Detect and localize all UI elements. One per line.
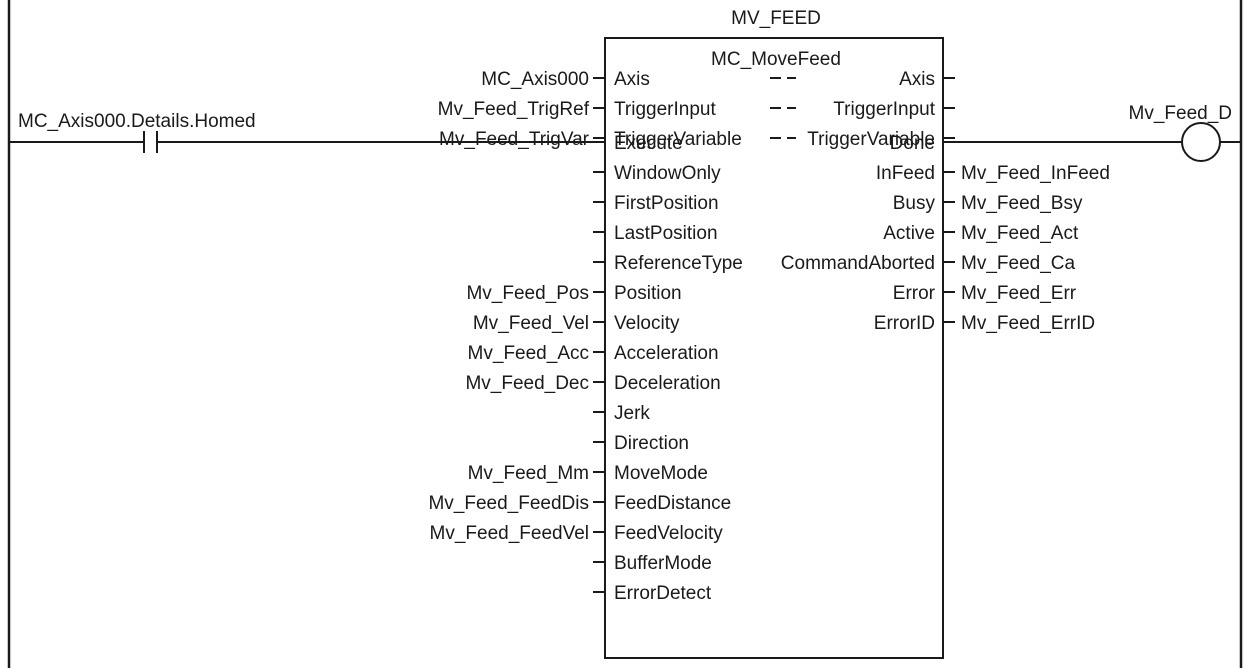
instance-name: MV_FEED: [731, 8, 821, 29]
input-pin-label: Position: [614, 283, 682, 304]
output-coil[interactable]: [1181, 122, 1221, 162]
input-pin-label: LastPosition: [614, 223, 718, 244]
input-variable: Mv_Feed_Pos: [466, 283, 589, 304]
output-variable: Mv_Feed_Act: [961, 223, 1079, 244]
output-pin-label: InFeed: [876, 163, 935, 184]
inout-out-pin-label: TriggerVariable: [807, 129, 935, 150]
inout-out-pin-label: TriggerInput: [833, 99, 935, 120]
inout-pin-label: Axis: [614, 69, 650, 90]
output-variable: Mv_Feed_Bsy: [961, 193, 1083, 214]
inout-variable: MC_Axis000: [481, 69, 589, 90]
input-pin-label: FeedVelocity: [614, 523, 723, 544]
inout-variable: Mv_Feed_TrigVar: [439, 129, 590, 150]
function-block-type: MC_MoveFeed: [711, 49, 841, 70]
output-pin-label: ErrorID: [874, 313, 935, 334]
inout-variable: Mv_Feed_TrigRef: [438, 99, 590, 120]
input-pin-label: Jerk: [614, 403, 650, 424]
output-pin-label: CommandAborted: [781, 253, 935, 274]
input-pin-label: BufferMode: [614, 553, 712, 574]
input-variable: Mv_Feed_Vel: [473, 313, 589, 334]
output-pin-label: Error: [893, 283, 936, 304]
inout-out-pin-label: Axis: [899, 69, 935, 90]
output-pin-label: Active: [883, 223, 935, 244]
output-variable: Mv_Feed_InFeed: [961, 163, 1110, 184]
input-pin-label: Velocity: [614, 313, 680, 334]
inout-pin-label: TriggerVariable: [614, 129, 742, 150]
input-variable: Mv_Feed_FeedDis: [428, 493, 589, 514]
input-pin-label: Direction: [614, 433, 689, 454]
output-pin-label: Busy: [893, 193, 936, 214]
input-pin-label: MoveMode: [614, 463, 708, 484]
input-pin-label: ErrorDetect: [614, 583, 712, 604]
output-variable: Mv_Feed_ErrID: [961, 313, 1095, 334]
output-pin-label: Done: [890, 133, 935, 154]
output-variable: Mv_Feed_Err: [961, 283, 1077, 304]
input-variable: Mv_Feed_Acc: [468, 343, 589, 364]
input-pin-label: ReferenceType: [614, 253, 743, 274]
output-variable: Mv_Feed_Ca: [961, 253, 1075, 274]
input-variable: Mv_Feed_Mm: [468, 463, 589, 484]
input-pin-label: Execute: [614, 133, 683, 154]
input-variable: Mv_Feed_Dec: [465, 373, 589, 394]
input-pin-label: FirstPosition: [614, 193, 719, 214]
input-pin-label: WindowOnly: [614, 163, 721, 184]
input-variable: Mv_Feed_FeedVel: [430, 523, 590, 544]
input-pin-label: Deceleration: [614, 373, 721, 394]
input-pin-label: Acceleration: [614, 343, 719, 364]
inout-pin-label: TriggerInput: [614, 99, 716, 120]
contact-label: MC_Axis000.Details.Homed: [18, 111, 256, 132]
input-pin-label: FeedDistance: [614, 493, 731, 514]
function-block-box[interactable]: [604, 37, 944, 659]
coil-label: Mv_Feed_D: [1129, 103, 1233, 124]
